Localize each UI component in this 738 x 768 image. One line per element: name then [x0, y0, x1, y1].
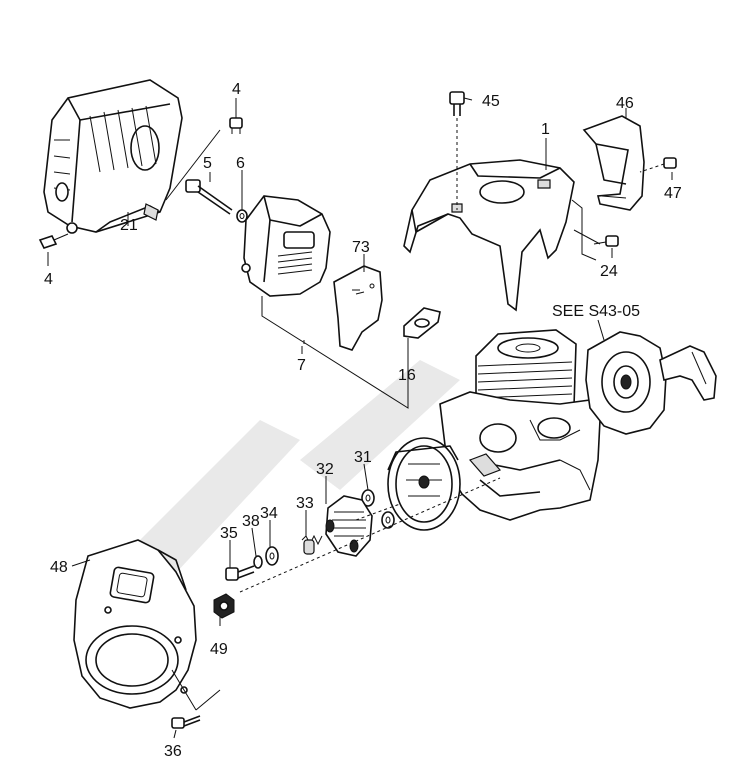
screw-4-left — [38, 233, 69, 249]
label-4-left: 4 — [44, 271, 53, 288]
washer-31b — [381, 511, 395, 529]
leader-lines — [47, 97, 673, 739]
label-16: 16 — [398, 367, 416, 384]
watermark — [120, 360, 460, 590]
clutch-drum — [387, 437, 461, 531]
assembly-bracket-7 — [261, 296, 409, 409]
label-21: 21 — [120, 217, 138, 234]
top-cover-46 — [582, 115, 645, 211]
label-47: 47 — [664, 185, 682, 202]
fan-housing-48 — [73, 539, 197, 709]
label-5: 5 — [203, 155, 212, 172]
bolt-5 — [185, 179, 233, 215]
muffler-cover-part — [43, 79, 183, 234]
label-48: 48 — [50, 559, 68, 576]
label-33: 33 — [296, 495, 314, 512]
recoil-starter-assembly — [585, 331, 717, 435]
label-1: 1 — [541, 121, 550, 138]
label-4-top: 4 — [232, 81, 241, 98]
shaft-axis — [239, 477, 501, 593]
label-24: 24 — [600, 263, 618, 280]
screw-47 — [639, 157, 677, 173]
label-73: 73 — [352, 239, 370, 256]
washer-38 — [253, 555, 263, 569]
muffler-part — [241, 195, 331, 297]
label-7: 7 — [297, 357, 306, 374]
part-labels: 4 5 6 21 4 73 7 16 45 1 46 47 24 SEE S43… — [44, 81, 682, 760]
label-49: 49 — [210, 641, 228, 658]
label-45: 45 — [482, 93, 500, 110]
clutch-shoe-32 — [325, 495, 373, 557]
bolt-35 — [225, 565, 255, 581]
cylinder-cover-part — [403, 159, 575, 312]
screw-4-top — [229, 117, 243, 134]
label-36: 36 — [164, 743, 182, 760]
engine-block — [439, 329, 601, 521]
screw-36 — [171, 669, 221, 729]
gasket-16 — [403, 307, 441, 339]
label-31: 31 — [354, 449, 372, 466]
screw-24 — [593, 235, 619, 247]
label-6: 6 — [236, 155, 245, 172]
spring-33 — [301, 534, 323, 555]
label-34: 34 — [260, 505, 278, 522]
label-see-s43-05: SEE S43-05 — [552, 303, 640, 320]
label-35: 35 — [220, 525, 238, 542]
heat-shield-73 — [333, 265, 383, 351]
label-38: 38 — [242, 513, 260, 530]
label-46: 46 — [616, 95, 634, 112]
nut-49 — [213, 593, 235, 619]
screw-bracket — [571, 199, 601, 261]
label-32: 32 — [316, 461, 334, 478]
washer-34 — [265, 546, 279, 566]
